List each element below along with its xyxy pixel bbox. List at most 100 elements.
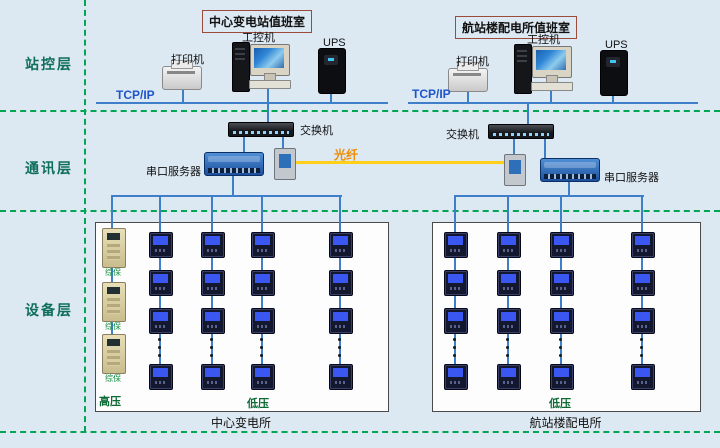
ellipsis-dot bbox=[506, 354, 509, 357]
protection-cabinet-label: 综保 bbox=[105, 374, 121, 383]
layer-divider-bottom bbox=[0, 431, 720, 433]
power-meter bbox=[444, 270, 468, 296]
power-meter bbox=[550, 232, 574, 258]
power-meter bbox=[631, 364, 655, 390]
ellipsis-dot bbox=[338, 338, 341, 341]
wire bbox=[96, 102, 388, 104]
wire bbox=[544, 137, 546, 158]
wire bbox=[111, 195, 342, 197]
left-fiber-converter-icon bbox=[274, 148, 296, 180]
right-ipc-tower-icon bbox=[514, 44, 532, 94]
power-meter bbox=[444, 364, 468, 390]
scada-screen bbox=[536, 50, 566, 70]
power-meter bbox=[149, 308, 173, 334]
right-room-title: 航站楼配电所值班室 bbox=[455, 16, 578, 39]
layer-divider-vertical bbox=[84, 0, 86, 432]
layer-divider-2 bbox=[0, 210, 720, 212]
left-ipc-label: 工控机 bbox=[242, 32, 275, 44]
right-box-caption: 航站楼配电所 bbox=[529, 416, 602, 430]
wire bbox=[513, 137, 515, 154]
power-meter bbox=[251, 270, 275, 296]
ellipsis-dot bbox=[158, 354, 161, 357]
wire bbox=[467, 90, 469, 102]
power-meter bbox=[631, 270, 655, 296]
right-printer-icon bbox=[448, 62, 488, 92]
left-hv-label: 高压 bbox=[99, 396, 121, 408]
power-meter bbox=[201, 364, 225, 390]
right-tcpip-label: TCP/IP bbox=[412, 87, 451, 101]
left-ups-label: UPS bbox=[323, 37, 346, 49]
protection-cabinet-label: 综保 bbox=[105, 268, 121, 277]
power-meter bbox=[251, 232, 275, 258]
right-keyboard-icon bbox=[531, 82, 573, 91]
left-keyboard-icon bbox=[249, 80, 291, 89]
power-meter bbox=[497, 364, 521, 390]
left-printer-icon bbox=[162, 60, 202, 90]
layer-divider-1 bbox=[0, 110, 720, 112]
ellipsis-dot bbox=[158, 346, 161, 349]
ellipsis-dot bbox=[559, 338, 562, 341]
power-meter bbox=[149, 232, 173, 258]
ellipsis-dot bbox=[210, 346, 213, 349]
wire bbox=[182, 88, 184, 102]
left-room-title: 中心变电站值班室 bbox=[202, 10, 313, 33]
right-switch-icon bbox=[488, 124, 554, 139]
wire bbox=[550, 89, 552, 102]
protection-cabinet-icon bbox=[102, 282, 126, 322]
power-meter bbox=[550, 270, 574, 296]
scada-screen bbox=[254, 48, 284, 68]
left-ipc-monitor-icon bbox=[250, 44, 290, 82]
protection-cabinet-icon bbox=[102, 228, 126, 268]
wire bbox=[408, 102, 698, 104]
power-meter bbox=[631, 308, 655, 334]
ellipsis-dot bbox=[453, 346, 456, 349]
ellipsis-dot bbox=[559, 346, 562, 349]
wire bbox=[282, 135, 284, 148]
right-switch-label: 交换机 bbox=[446, 129, 479, 141]
fiber-label: 光纤 bbox=[334, 148, 359, 162]
left-lv-label: 低压 bbox=[247, 398, 269, 410]
power-meter bbox=[550, 308, 574, 334]
power-meter bbox=[149, 270, 173, 296]
wire bbox=[267, 86, 269, 102]
ellipsis-dot bbox=[640, 346, 643, 349]
ellipsis-dot bbox=[506, 346, 509, 349]
power-meter bbox=[550, 364, 574, 390]
power-meter bbox=[251, 308, 275, 334]
left-printer-label: 打印机 bbox=[171, 54, 204, 66]
left-box-caption: 中心变电所 bbox=[210, 416, 271, 430]
power-meter bbox=[329, 232, 353, 258]
right-ups-icon bbox=[600, 50, 628, 96]
layer-label-station: 站控层 bbox=[25, 56, 73, 72]
ellipsis-dot bbox=[453, 354, 456, 357]
left-switch-label: 交换机 bbox=[300, 125, 333, 137]
ellipsis-dot bbox=[506, 338, 509, 341]
ellipsis-dot bbox=[260, 338, 263, 341]
wire bbox=[454, 195, 644, 197]
ellipsis-dot bbox=[260, 346, 263, 349]
ellipsis-dot bbox=[338, 354, 341, 357]
ellipsis-dot bbox=[210, 354, 213, 357]
right-ipc-label: 工控机 bbox=[527, 34, 560, 46]
power-meter bbox=[329, 270, 353, 296]
layer-label-device: 设备层 bbox=[25, 302, 73, 318]
ellipsis-dot bbox=[453, 338, 456, 341]
power-meter bbox=[329, 308, 353, 334]
power-meter bbox=[201, 308, 225, 334]
right-ipc-monitor-icon bbox=[532, 46, 572, 84]
wire bbox=[612, 94, 614, 102]
fiber-link-line bbox=[296, 161, 504, 164]
left-serial-server-label: 串口服务器 bbox=[146, 166, 201, 178]
power-meter bbox=[444, 308, 468, 334]
protection-cabinet-icon bbox=[102, 334, 126, 374]
power-meter bbox=[497, 270, 521, 296]
left-switch-icon bbox=[228, 122, 294, 137]
power-meter bbox=[149, 364, 173, 390]
right-fiber-converter-icon bbox=[504, 154, 526, 186]
right-ups-label: UPS bbox=[605, 39, 628, 51]
protection-cabinet-label: 综保 bbox=[105, 322, 121, 331]
right-lv-label: 低压 bbox=[549, 398, 571, 410]
ellipsis-dot bbox=[559, 354, 562, 357]
left-tcpip-label: TCP/IP bbox=[116, 88, 155, 102]
